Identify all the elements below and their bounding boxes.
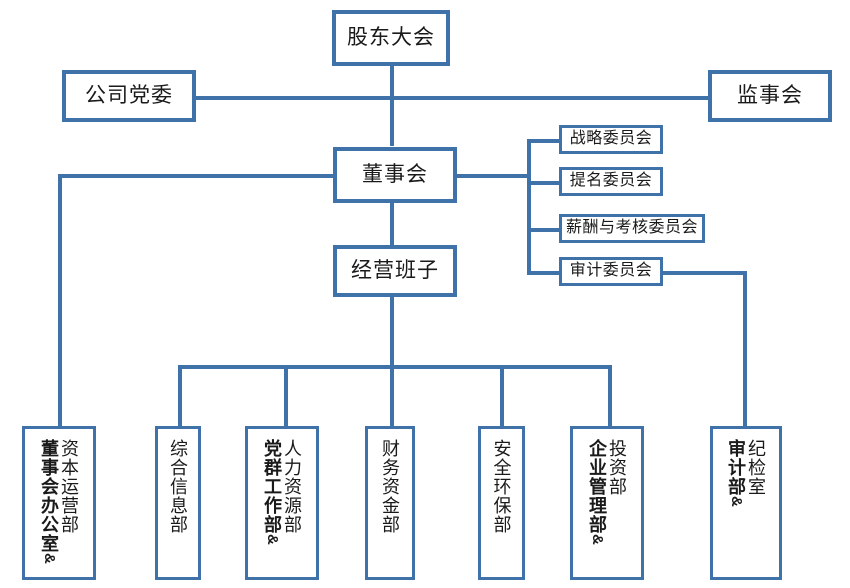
- department-box-investment[interactable]: 投资部 企业管理部&: [570, 426, 644, 580]
- ampersand-separator: &: [589, 534, 606, 546]
- node-management-team[interactable]: 经营班子: [333, 245, 457, 297]
- department-primary-label: 安全环保部: [491, 439, 512, 534]
- node-label: 经营班子: [351, 258, 439, 282]
- node-label: 提名委员会: [569, 172, 653, 190]
- connector-audit-committee-right: [660, 271, 747, 275]
- connector-committee-stub-3: [527, 228, 560, 232]
- node-supervisory-board[interactable]: 监事会: [708, 70, 832, 122]
- node-label: 公司党委: [85, 83, 173, 107]
- connector-committee-bracket: [527, 139, 531, 275]
- department-box-general-information[interactable]: 综合信息部: [155, 426, 201, 580]
- node-audit-committee[interactable]: 审计委员会: [559, 257, 663, 286]
- connector-committee-stub-4: [527, 271, 560, 275]
- node-company-party-committee[interactable]: 公司党委: [62, 70, 196, 122]
- node-strategy-committee[interactable]: 战略委员会: [559, 125, 663, 154]
- department-secondary-label: 企业管理部&: [587, 439, 607, 546]
- node-label: 监事会: [737, 83, 803, 107]
- vertical-text-stack: 投资部 企业管理部&: [573, 439, 641, 577]
- vertical-text-stack: 综合信息部: [158, 439, 198, 577]
- connector-management-down: [390, 295, 394, 367]
- node-label: 薪酬与考核委员会: [565, 219, 698, 237]
- connector-committee-stub-1: [527, 139, 560, 143]
- connector-department-bus: [178, 365, 612, 369]
- department-primary-label: 综合信息部: [168, 439, 188, 534]
- department-secondary-label: 审计部&: [726, 439, 746, 508]
- connector-department-drop-5: [500, 365, 504, 426]
- department-secondary-label: 董事会办公室&: [39, 439, 59, 565]
- department-box-safety-environment[interactable]: 安全环保部: [478, 426, 525, 580]
- department-box-human-resources[interactable]: 人力资源部 党群工作部&: [245, 426, 319, 580]
- connector-party-supervisory-bus: [194, 96, 710, 100]
- node-label: 审计委员会: [569, 262, 653, 280]
- node-label: 股东大会: [347, 25, 435, 49]
- connector-department-drop-6: [608, 365, 612, 426]
- connector-department-drop-2: [178, 365, 182, 426]
- ampersand-separator: &: [728, 496, 745, 508]
- department-primary-label: 投资部: [607, 439, 627, 496]
- vertical-text-stack: 财务资金部: [368, 439, 412, 577]
- node-nomination-committee[interactable]: 提名委员会: [559, 167, 663, 196]
- connector-board-left-down: [58, 174, 62, 426]
- connector-audit-committee-down: [743, 271, 747, 426]
- department-primary-label: 人力资源部: [282, 439, 302, 534]
- connector-bus-to-board: [390, 96, 394, 146]
- connector-board-to-committees: [455, 174, 530, 178]
- connector-board-to-management: [390, 203, 394, 246]
- vertical-text-stack: 纪检室 审计部&: [713, 439, 779, 577]
- department-secondary-label: 党群工作部&: [262, 439, 282, 546]
- vertical-text-stack: 安全环保部: [481, 439, 522, 577]
- connector-board-left: [58, 174, 335, 178]
- connector-shareholders-down: [390, 64, 394, 98]
- department-box-discipline-audit[interactable]: 纪检室 审计部&: [710, 426, 782, 580]
- vertical-text-stack: 资本运营部 董事会办公室&: [25, 439, 93, 577]
- node-remuneration-appraisal-committee[interactable]: 薪酬与考核委员会: [559, 214, 705, 243]
- node-shareholders-meeting[interactable]: 股东大会: [332, 10, 450, 66]
- node-label: 战略委员会: [569, 130, 653, 148]
- department-box-finance-funds[interactable]: 财务资金部: [365, 426, 415, 580]
- connector-committee-stub-2: [527, 181, 560, 185]
- department-primary-label: 资本运营部: [59, 439, 79, 534]
- department-box-capital-operation[interactable]: 资本运营部 董事会办公室&: [22, 426, 96, 580]
- ampersand-separator: &: [41, 553, 58, 565]
- ampersand-separator: &: [264, 534, 281, 546]
- vertical-text-stack: 人力资源部 党群工作部&: [248, 439, 316, 577]
- node-board-of-directors[interactable]: 董事会: [333, 147, 457, 203]
- node-label: 董事会: [362, 162, 428, 186]
- department-primary-label: 财务资金部: [380, 439, 400, 534]
- connector-department-drop-4: [390, 365, 394, 426]
- department-primary-label: 纪检室: [746, 439, 766, 496]
- connector-department-drop-3: [284, 365, 288, 426]
